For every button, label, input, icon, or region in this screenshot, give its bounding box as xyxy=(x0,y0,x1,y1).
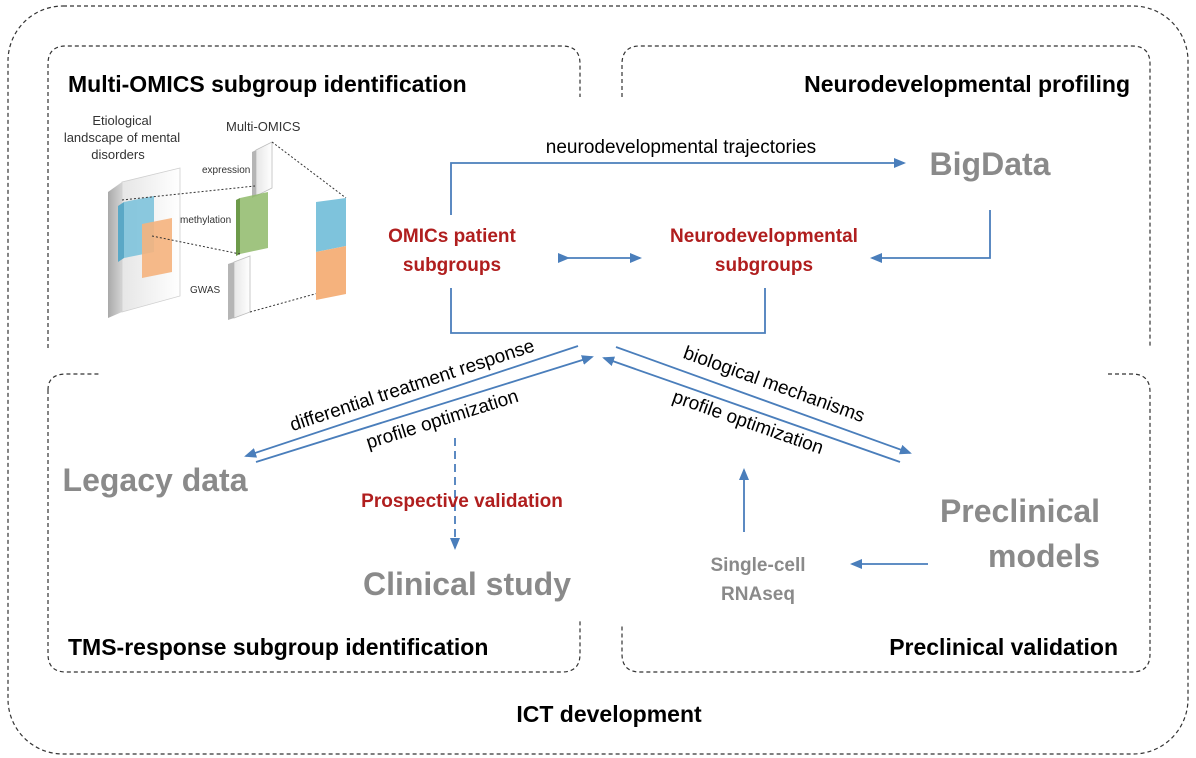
panel-neurodevelopmental xyxy=(621,45,1151,348)
edge-profile-right xyxy=(602,356,901,463)
expression-tile xyxy=(255,141,273,197)
panel-preclinical xyxy=(621,373,1151,673)
node-omics-subgroups-2: subgroups xyxy=(403,255,501,276)
edge-differential xyxy=(244,345,579,458)
node-clinical-study: Clinical study xyxy=(363,566,571,602)
node-neuro-subgroups: Neurodevelopmental xyxy=(670,226,858,247)
node-neuro-subgroups-2: subgroups xyxy=(715,255,813,276)
edge-bracket xyxy=(450,288,766,334)
title-ict-development: ICT development xyxy=(516,701,702,727)
panel-multi-omics xyxy=(47,45,581,348)
label-multi-omics: Multi-OMICS xyxy=(226,119,301,134)
label-landscape-3: disorders xyxy=(91,147,145,162)
label-landscape-2: landscape of mental xyxy=(64,130,180,145)
omics-illustration: Etiological landscape of mental disorder… xyxy=(64,113,347,320)
label-methylation: methylation xyxy=(180,215,231,226)
node-preclinical-models-2: models xyxy=(988,538,1100,574)
edge-trajectories xyxy=(450,158,906,215)
outer-frame xyxy=(7,5,1189,755)
node-single-cell-2: RNAseq xyxy=(721,584,795,605)
node-single-cell: Single-cell xyxy=(710,555,805,576)
title-preclinical: Preclinical validation xyxy=(889,634,1118,660)
title-neurodevelopmental: Neurodevelopmental profiling xyxy=(804,71,1130,97)
node-bigdata: BigData xyxy=(930,146,1051,182)
node-legacy-data: Legacy data xyxy=(63,462,248,498)
landscape-orange-cube xyxy=(142,218,172,278)
edge-profile-left xyxy=(255,355,594,463)
panel-tms-response xyxy=(47,373,581,673)
edge-bigdata-to-neuro xyxy=(870,210,991,263)
combined-orange-cube xyxy=(316,246,346,300)
node-preclinical-models: Preclinical xyxy=(940,493,1100,529)
node-prospective-validation: Prospective validation xyxy=(361,491,563,512)
title-tms-response: TMS-response subgroup identification xyxy=(68,634,488,660)
label-expression: expression xyxy=(202,165,250,176)
node-omics-subgroups: OMICs patient xyxy=(388,226,516,247)
edge-biological xyxy=(615,346,912,455)
title-multi-omics: Multi-OMICS subgroup identification xyxy=(68,71,467,97)
gwas-tile xyxy=(233,255,251,319)
label-trajectories: neurodevelopmental trajectories xyxy=(546,137,816,158)
label-landscape: Etiological xyxy=(92,113,151,128)
combined-blue-cube xyxy=(316,198,346,252)
methylation-tile xyxy=(240,192,268,254)
label-gwas: GWAS xyxy=(190,285,221,296)
